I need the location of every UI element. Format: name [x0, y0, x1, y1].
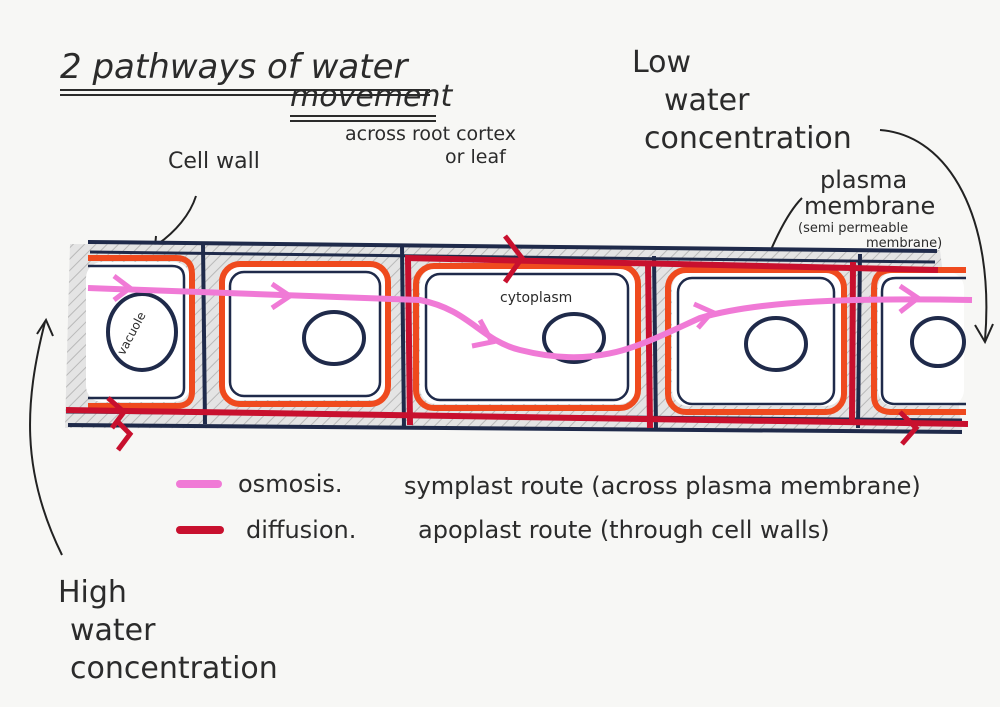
dividing-wall-3 — [652, 255, 658, 431]
low-concentration-arrowhead — [974, 323, 994, 345]
cell-4-membrane — [665, 267, 847, 415]
vacuole-1 — [106, 292, 178, 372]
high-label-line-2: water — [70, 613, 156, 648]
low-label-line-3: concentration — [644, 121, 852, 156]
cell-2-inner-outline — [228, 270, 382, 398]
cell-3-cytoplasm — [420, 268, 636, 404]
cytoplasm-label: cytoplasm — [500, 290, 572, 306]
legend-term-diffusion: diffusion. — [246, 516, 356, 544]
dividing-wall-2 — [400, 245, 406, 429]
cell-1-inner-outline — [88, 264, 186, 400]
symplast-arrowhead-3 — [471, 318, 496, 349]
dividing-wall-4 — [856, 253, 862, 429]
low-concentration-label: Low water concentration — [632, 45, 852, 156]
high-concentration-label: High water concentration — [58, 575, 278, 686]
cell-4-inner-outline — [676, 276, 836, 406]
apoplast-arrowhead-4 — [898, 410, 920, 446]
apoplast-route-top — [404, 255, 939, 273]
cell-5-inner-outline — [880, 276, 966, 406]
vacuole-4 — [744, 316, 808, 372]
low-concentration-arrow — [879, 129, 988, 341]
symplast-arrowhead-5 — [898, 283, 923, 314]
cell-3 — [413, 263, 641, 411]
vacuole-5 — [910, 316, 966, 368]
title-line-2: movement — [290, 79, 453, 114]
high-concentration-arrow — [29, 321, 63, 556]
subtitle-line-2: or leaf — [445, 146, 507, 168]
symplast-arrowhead-2 — [270, 281, 295, 311]
legend-item-osmosis: osmosis. symplast route (across plasma m… — [176, 470, 921, 500]
apoplast-route-wall-4 — [849, 261, 856, 425]
cell-3-membrane — [413, 263, 641, 411]
low-label-line-1: Low — [632, 45, 691, 80]
symplast-arrowhead-4 — [692, 301, 717, 330]
apoplast-route-wall-3 — [645, 261, 653, 429]
plasma-membrane-label: plasma membrane (semi permeable membrane… — [798, 166, 942, 251]
title-block: 2 pathways of water movement across root… — [60, 47, 516, 168]
cell-1-membrane — [88, 255, 195, 409]
legend-item-diffusion: diffusion. apoplast route (through cell … — [176, 516, 830, 544]
cell-2-membrane — [219, 261, 391, 407]
cell-3-inner-outline — [424, 272, 630, 402]
plasma-note-line-2: membrane) — [866, 236, 942, 251]
title-line-1: 2 pathways of water — [60, 47, 409, 87]
apoplast-route-bottom — [65, 407, 969, 427]
legend-term-osmosis: osmosis. — [238, 470, 343, 498]
legend-description-diffusion: apoplast route (through cell walls) — [418, 516, 830, 544]
low-label-line-2: water — [664, 83, 750, 118]
outer-wall-top-inner — [89, 250, 936, 264]
symplast-route — [87, 285, 973, 361]
cell-wall-label: Cell wall — [168, 149, 260, 174]
high-label-line-1: High — [58, 575, 127, 610]
outer-wall-bottom — [67, 423, 963, 434]
apoplast-route-wall-2 — [405, 257, 413, 426]
vacuole-3 — [542, 312, 606, 364]
high-concentration-arrowhead — [36, 317, 54, 337]
plasma-note-line-1: (semi permeable — [798, 221, 908, 236]
vacuole-2 — [302, 310, 366, 366]
apoplast-arrowhead-1 — [502, 234, 526, 284]
apoplast-arrowhead-3 — [114, 418, 134, 452]
plasma-label-line-2: membrane — [804, 192, 935, 220]
legend-description-osmosis: symplast route (across plasma membrane) — [404, 472, 921, 500]
symplast-arrowhead-1 — [112, 274, 135, 302]
cell-strip: vacuole cytoplasm — [65, 234, 973, 452]
high-label-line-3: concentration — [70, 651, 278, 686]
dividing-wall-1 — [201, 243, 207, 425]
legend: osmosis. symplast route (across plasma m… — [176, 470, 921, 544]
subtitle-line-1: across root cortex — [345, 123, 516, 145]
cell-wall-pointer — [157, 195, 197, 245]
plasma-label-line-1: plasma — [820, 166, 907, 194]
